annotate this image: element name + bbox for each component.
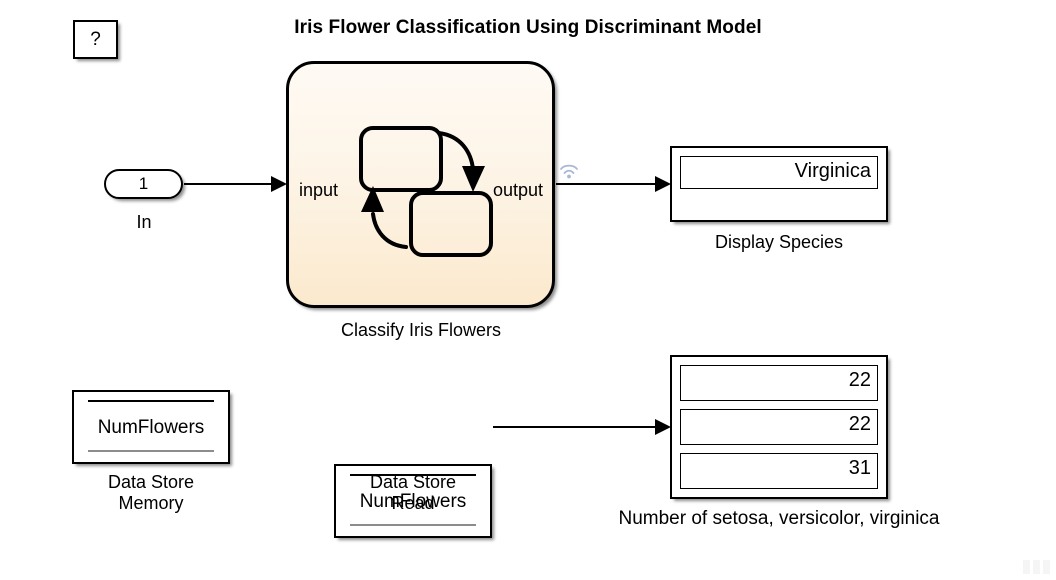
chart-transition-arrows	[361, 131, 485, 249]
data-store-read-rule-bottom	[350, 524, 476, 526]
display-counts-value-virginica: 31	[680, 453, 878, 489]
display-species-caption: Display Species	[714, 232, 844, 252]
chart-state-lower	[409, 191, 493, 257]
data-store-memory-name: NumFlowers	[97, 416, 205, 438]
inport-caption: In	[136, 212, 152, 232]
signal-viewer-icon[interactable]	[558, 160, 580, 182]
display-species-block[interactable]: Virginica	[670, 146, 888, 222]
help-block-label: ?	[90, 29, 101, 50]
data-store-memory-rule-top	[88, 400, 214, 402]
chart-output-port-label: output	[492, 180, 543, 200]
data-store-read-rule-top	[350, 474, 476, 476]
chart-state-upper	[359, 126, 443, 192]
data-store-memory-block[interactable]: NumFlowers	[72, 390, 230, 464]
stateflow-chart-caption: Classify Iris Flowers	[340, 320, 501, 340]
data-store-memory-caption: Data Store Memory	[107, 472, 195, 513]
stateflow-chart-block[interactable]: input output	[286, 61, 555, 308]
help-block[interactable]: ?	[73, 20, 118, 59]
data-store-read-name: NumFlowers	[359, 490, 467, 512]
display-counts-caption: Number of setosa, versicolor, virginica	[618, 508, 940, 529]
page-title: Iris Flower Classification Using Discrim…	[294, 17, 762, 38]
display-counts-value-versicolor: 22	[680, 409, 878, 445]
inport-block[interactable]: 1	[104, 169, 183, 199]
data-store-read-block[interactable]: NumFlowers	[334, 464, 492, 538]
chart-input-port-label: input	[299, 180, 339, 200]
corner-watermark	[1023, 560, 1050, 574]
inport-number: 1	[138, 174, 149, 193]
data-store-read-caption: Data Store Read	[369, 472, 457, 513]
display-species-value: Virginica	[680, 156, 878, 189]
display-counts-block[interactable]: 22 22 31	[670, 355, 888, 499]
data-store-memory-rule-bottom	[88, 450, 214, 452]
display-counts-value-setosa: 22	[680, 365, 878, 401]
